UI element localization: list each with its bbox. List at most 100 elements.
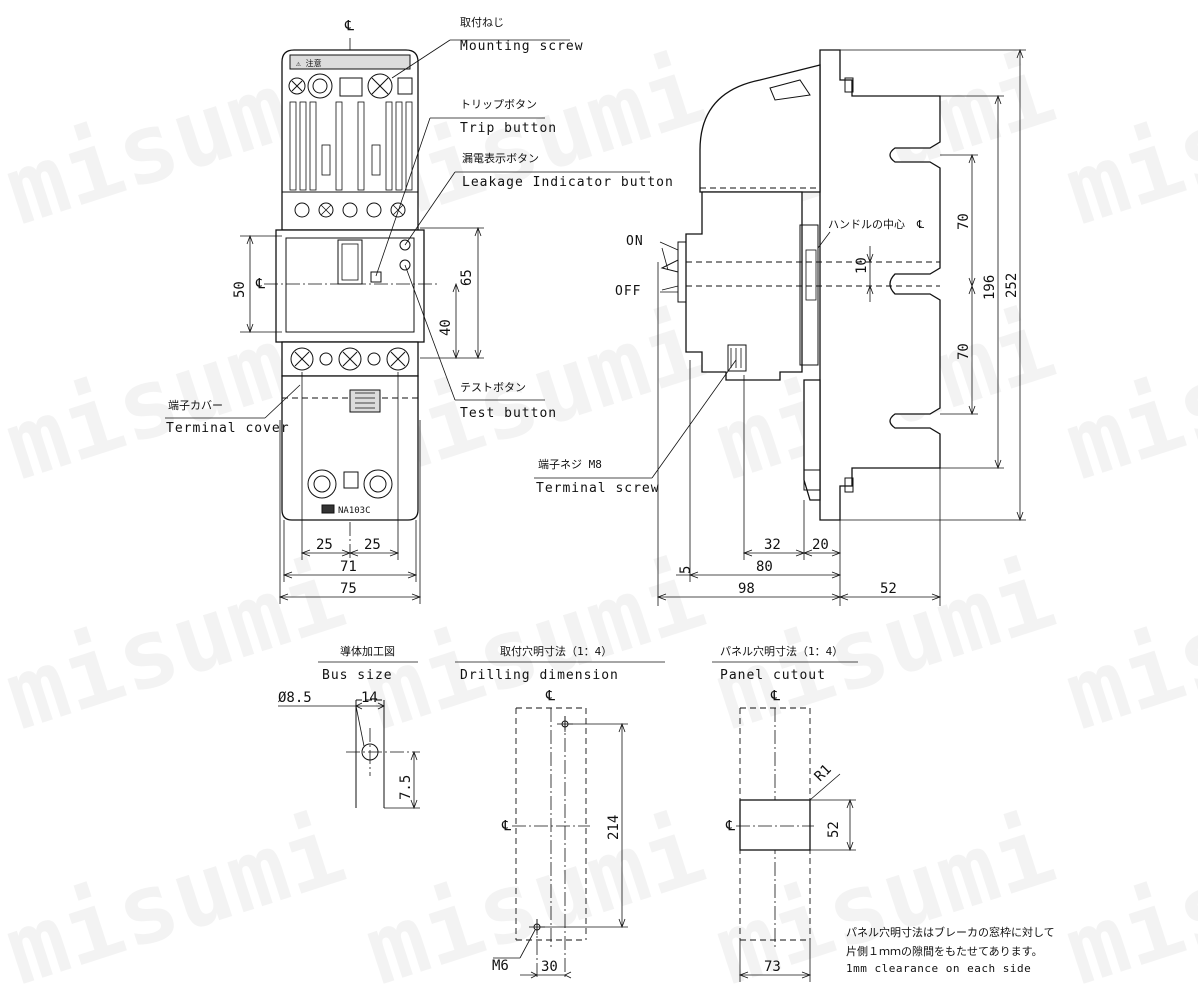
mounting-plate	[819, 49, 941, 521]
leader-leakage	[404, 171, 456, 246]
panel-cutout-view: パネル穴明寸法（1：4） Panel cutout ℄ ℄ R1 52 73 パ…	[712, 644, 1055, 982]
label-mounting-screw-en: Mounting screw	[460, 39, 584, 54]
cover-screw-right-icon	[363, 469, 393, 499]
leader-r1	[809, 773, 841, 801]
drilling-title-en: Drilling dimension	[460, 668, 619, 683]
test-button	[399, 259, 411, 271]
trip-button	[370, 271, 382, 283]
dim-5: 5	[678, 566, 694, 574]
bottom-terminal-3-icon	[386, 347, 410, 371]
watermark-text: misumi	[0, 538, 357, 752]
top-terminal-4-icon	[366, 202, 382, 218]
dim-hole: Ø8.5	[278, 690, 312, 706]
label-test-jp: テストボタン	[460, 381, 526, 394]
label-leakage-en: Leakage Indicator button	[462, 175, 674, 190]
dim-50: 50	[232, 281, 248, 298]
handle	[337, 239, 363, 285]
label-trip-en: Trip button	[460, 121, 557, 136]
watermark-text: misumi	[1052, 538, 1198, 752]
leader-terminal-cover	[264, 384, 301, 419]
leakage-indicator-button	[399, 239, 411, 251]
breaker-middle-body	[275, 229, 425, 343]
top-terminal-2-icon	[318, 202, 334, 218]
top-terminal-3-icon	[342, 202, 358, 218]
leader-trip-button	[375, 117, 431, 277]
bus-bar-outline	[355, 700, 385, 808]
terminal-screw-side	[727, 344, 747, 372]
dim-65: 65	[459, 269, 475, 286]
dim-52-panel: 52	[826, 821, 842, 838]
centerline-symbol: ℄	[545, 688, 555, 704]
model-label: NA103C	[338, 506, 371, 516]
dim-98: 98	[738, 581, 755, 597]
dim-71: 71	[340, 559, 357, 575]
dim-20: 20	[812, 537, 829, 553]
watermark-text: misumi	[1052, 33, 1198, 247]
warning-text: ⚠ 注意	[296, 58, 322, 68]
panel-title-jp: パネル穴明寸法（1：4）	[720, 644, 843, 658]
dim-196: 196	[982, 275, 998, 300]
centerline-symbol: ℄	[255, 276, 265, 292]
centerline-symbol: ℄	[725, 818, 735, 834]
dim-30: 30	[541, 959, 558, 975]
bottom-terminal-1-icon	[290, 347, 314, 371]
mounting-screw-right-icon	[367, 73, 393, 99]
panel-note-en: 1mm clearance on each side	[846, 962, 1031, 975]
leader-test	[404, 264, 456, 401]
dim-73: 73	[764, 959, 781, 975]
dim-14: 14	[361, 690, 378, 706]
drilling-title-jp: 取付穴明寸法（1：4）	[500, 644, 612, 658]
indicator-box	[397, 77, 413, 95]
panel-title-en: Panel cutout	[720, 668, 826, 683]
label-terminal-screw-jp: 端子ネジ M8	[538, 458, 602, 471]
label-off: OFF	[615, 284, 641, 299]
bus-title-en: Bus size	[322, 668, 393, 683]
mounting-screw-left2-icon	[307, 73, 333, 99]
leader-mounting-screw	[391, 39, 451, 79]
watermark-text: misumi	[1052, 288, 1198, 502]
panel-note-jp-1: パネル穴明寸法はブレーカの窓枠に対して	[846, 925, 1055, 939]
dim-10: 10	[854, 257, 870, 274]
label-mounting-screw-jp: 取付ねじ	[460, 16, 504, 29]
warning-label	[289, 54, 411, 70]
centerline-symbol-rot: ℄	[916, 218, 924, 231]
bus-title-jp: 導体加工図	[340, 644, 395, 658]
cover-grip	[349, 389, 381, 413]
dim-75: 75	[340, 581, 357, 597]
dim-25-right: 25	[364, 537, 381, 553]
label-handle-center: ハンドルの中心	[828, 218, 905, 231]
terminal-cover	[281, 375, 419, 521]
label-on: ON	[626, 234, 644, 249]
centerline-symbol: ℄	[770, 688, 780, 704]
label-terminal-screw-en: Terminal screw	[536, 481, 660, 496]
dim-214: 214	[606, 815, 622, 840]
heat-fins	[289, 101, 413, 191]
label-test-en: Test button	[460, 406, 557, 421]
mounting-screw-left-icon	[288, 77, 306, 95]
lower-bracket	[803, 379, 821, 501]
dim-70-upper: 70	[956, 213, 972, 230]
dim-70-lower: 70	[956, 343, 972, 360]
panel-note-jp-2: 片側１ｍｍの隙間をもたせてあります。	[846, 944, 1043, 958]
m6-label: M6	[492, 958, 509, 974]
center-slot	[339, 77, 363, 97]
watermark-text: misumi	[1052, 793, 1198, 1000]
handle-window	[285, 237, 415, 333]
centerline-symbol: ℄	[501, 818, 511, 834]
side-view: ON OFF ハンドルの中心 ℄ 10 70 70 196 252	[534, 48, 1026, 606]
bus-size-view: 導体加工図 Bus size 14 Ø8.5 7.5	[278, 644, 420, 810]
watermark-text: misumi	[0, 793, 357, 1000]
drilling-view: 取付穴明寸法（1：4） Drilling dimension ℄ ℄ 214 3…	[455, 644, 665, 980]
top-terminal-1-icon	[294, 202, 310, 218]
upper-hood	[699, 64, 821, 193]
label-trip-jp: トリップボタン	[460, 98, 537, 111]
dim-40: 40	[438, 319, 454, 336]
dim-52: 52	[880, 581, 897, 597]
front-view: ℄ ⚠ 注意	[165, 16, 674, 604]
side-body	[685, 191, 803, 381]
bottom-terminal-screw-icon	[319, 352, 333, 366]
dim-7-5: 7.5	[398, 775, 414, 800]
cover-screw-left-icon	[307, 469, 337, 499]
bottom-terminal-2-icon	[338, 347, 362, 371]
